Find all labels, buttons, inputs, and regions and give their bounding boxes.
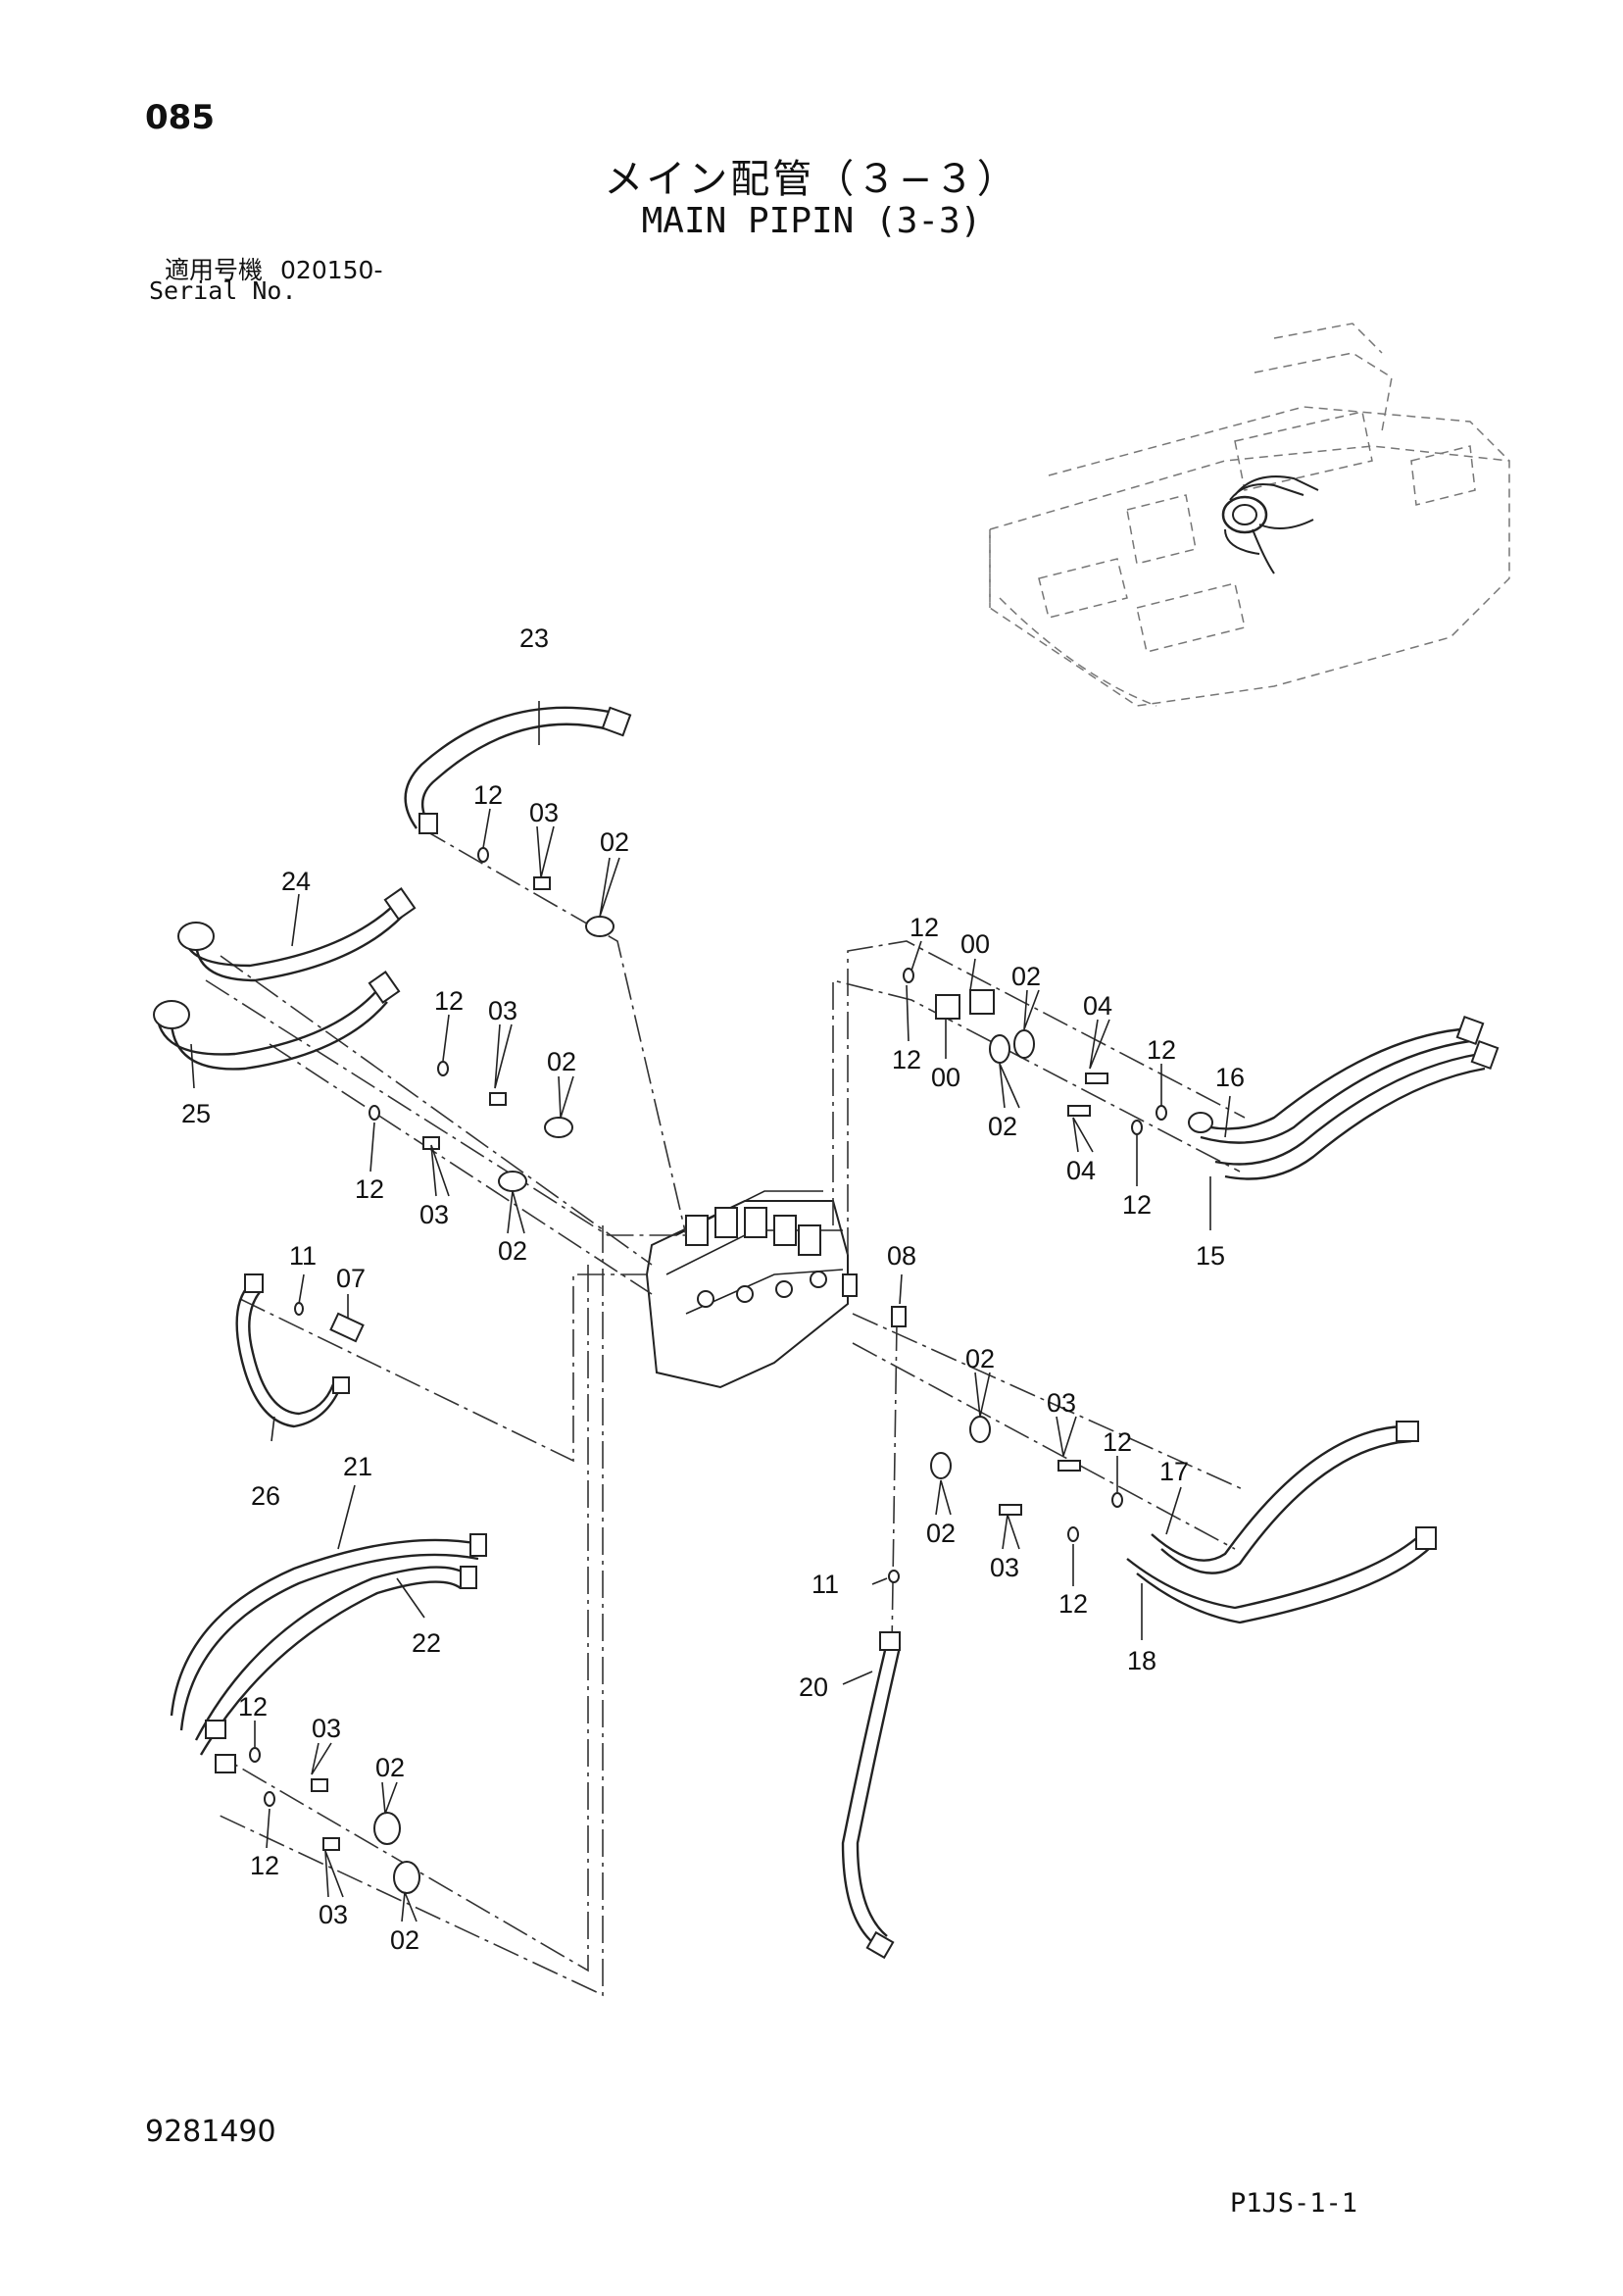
callout-03c: 03 [419,1200,449,1229]
serial-line-ja: 適用号機 020150- [165,251,400,286]
callout-20: 20 [799,1672,828,1702]
hose-26 [235,1273,350,1428]
callout-04b: 04 [1066,1156,1096,1185]
callout-03b: 03 [488,996,517,1025]
callout-02g: 02 [926,1519,956,1548]
page-number: 085 [145,98,215,137]
callout-12e: 12 [1147,1035,1176,1065]
serial-label-ja: 適用号機 [165,256,264,284]
callout-02d: 02 [1011,962,1041,991]
callout-02a: 02 [600,827,629,857]
hose-15-16 [1188,1015,1500,1180]
callout-03a: 03 [529,798,559,827]
serial-value: 020150- [280,256,383,284]
callout-12j: 12 [238,1692,268,1722]
sheet-code: P1JS-1-1 [1230,2188,1358,2219]
callout-00a: 00 [960,929,990,959]
center-lines [205,827,1246,1997]
callout-15: 15 [1196,1241,1225,1271]
callout-22: 22 [412,1628,441,1658]
page-title-en: MAIN PIPIN (3-3) [641,201,982,241]
callout-26: 26 [251,1481,280,1511]
callout-12a: 12 [473,780,503,810]
callout-02e: 02 [988,1112,1017,1141]
callout-11b: 11 [812,1570,839,1599]
callout-23: 23 [519,624,549,653]
callout-04a: 04 [1083,991,1112,1021]
callout-03f: 03 [1047,1388,1076,1418]
callout-labels: 23 24 25 26 21 22 20 16 15 17 18 08 11 0… [181,624,1245,1955]
callout-02k: 02 [390,1925,419,1955]
callout-02j: 02 [375,1753,405,1782]
serial-label-en: Serial No. [149,276,297,305]
callout-12c: 12 [355,1174,384,1204]
callout-24: 24 [281,867,311,896]
hose-23 [404,706,632,834]
callout-03j: 03 [312,1714,341,1743]
callout-18: 18 [1127,1646,1156,1675]
hose-24 [177,887,417,982]
callout-12i: 12 [1058,1589,1088,1619]
inset-hose-bundle [1221,475,1319,574]
callout-07: 07 [336,1264,366,1293]
callout-02c: 02 [498,1236,527,1266]
control-valve [645,1190,858,1389]
callout-08: 08 [887,1241,916,1271]
callout-16: 16 [1215,1063,1245,1092]
fittings [249,847,1167,1894]
callout-02b: 02 [547,1047,576,1076]
callout-02f: 02 [965,1344,995,1373]
hose-20 [841,1631,902,1960]
callout-12d: 12 [910,913,939,942]
page-title-ja: メイン配管（３−３） [604,157,1019,202]
callout-17: 17 [1159,1457,1189,1486]
callout-12g: 12 [1122,1190,1152,1220]
callout-03k: 03 [319,1900,348,1929]
callout-21: 21 [343,1452,372,1481]
callout-03g: 03 [990,1553,1019,1582]
document-number: 9281490 [145,2115,276,2149]
callout-leaders [190,701,1231,1922]
hose-17-18 [1126,1421,1437,1624]
callout-12f: 12 [892,1045,921,1074]
callout-25: 25 [181,1099,211,1128]
callout-11a: 11 [289,1241,317,1271]
callout-12b: 12 [434,986,464,1016]
callout-00b: 00 [931,1063,960,1092]
hose-21-22 [170,1533,487,1773]
callout-12h: 12 [1103,1427,1132,1457]
callout-12k: 12 [250,1851,279,1880]
hose-25 [153,971,401,1071]
locator-inset-sketch [989,323,1510,707]
